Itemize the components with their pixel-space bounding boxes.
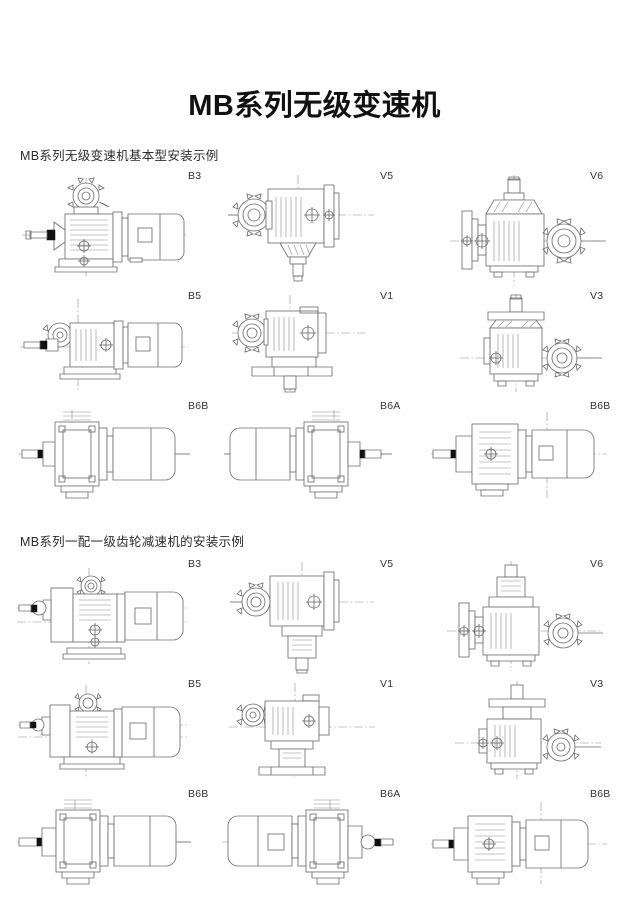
position-label: B5 [188,290,202,302]
figure-row: B5 V1 V3 [0,288,629,398]
figure-cell [408,168,629,288]
mb-gearbox-motor-side-b6b [0,398,208,510]
figure-row: B3 V5 V6 [0,168,629,288]
mb-gearbox-vertical-foot-v1 [208,288,408,398]
position-label: B5 [188,678,202,690]
mb-gearbox-vertical-foot-v3 [408,288,629,398]
position-label: V3 [590,290,604,302]
mb-geared-motor-horizontal-b3 [0,556,208,676]
mb-gearbox-vertical-down-v5 [208,168,408,288]
figure-cell [408,288,629,398]
mb-geared-vertical-up-v6 [408,556,629,676]
position-label: V1 [380,290,394,302]
figure-cell [208,556,408,676]
position-label: V6 [590,170,604,182]
position-label: V1 [380,678,394,690]
position-label: B6B [590,788,611,800]
figure-row: B6B B6A B6B [0,398,629,510]
figure-cell [0,676,208,786]
figure-row: B5 V1 V3 [0,676,629,786]
figure-cell [0,168,208,288]
position-label: V5 [380,170,394,182]
figure-cell [0,398,208,510]
figure-row: B3 V5 V6 [0,556,629,676]
figure-cell [208,398,408,510]
section-header-basic: MB系列无级变速机基本型安装示例 [20,149,219,163]
figure-cell [0,786,208,898]
position-label: B3 [188,170,202,182]
position-label: B6A [380,400,401,412]
mb-geared-motor-side-b6b-right [408,786,629,898]
mb-gearbox-vertical-up-v6 [408,168,629,288]
figure-cell [0,288,208,398]
figure-cell [408,676,629,786]
position-label: B6B [590,400,611,412]
figure-cell [208,786,408,898]
mb-gearbox-motor-flange-b5 [0,288,208,398]
position-label: B6B [188,788,209,800]
mb-gearbox-motor-side-b6b-right [408,398,629,510]
position-label: V3 [590,678,604,690]
figure-grid-geared: B3 V5 V6 [0,556,629,898]
figure-grid-basic: B3 V5 V6 [0,168,629,510]
mb-geared-motor-side-b6b [0,786,208,898]
position-label: B6A [380,788,401,800]
figure-cell [208,288,408,398]
figure-cell [208,676,408,786]
mb-geared-vertical-foot-v3 [408,676,629,786]
figure-cell [408,398,629,510]
figure-cell [408,556,629,676]
figure-row: B6B B6A B6B [0,786,629,898]
position-label: V6 [590,558,604,570]
figure-cell [408,786,629,898]
position-label: B3 [188,558,202,570]
mb-geared-vertical-down-v5 [208,556,408,676]
mb-gearbox-motor-horizontal-b3 [0,168,208,288]
mb-geared-vertical-foot-v1 [208,676,408,786]
section-header-geared: MB系列一配一级齿轮减速机的安装示例 [20,535,245,549]
position-label: B6B [188,400,209,412]
position-label: V5 [380,558,394,570]
mb-gearbox-motor-side-b6a [208,398,408,510]
figure-cell [0,556,208,676]
figure-cell [208,168,408,288]
page-title: MB系列无级变速机 [188,90,441,122]
mb-geared-motor-flange-b5 [0,676,208,786]
mb-geared-motor-side-b6a [208,786,408,898]
